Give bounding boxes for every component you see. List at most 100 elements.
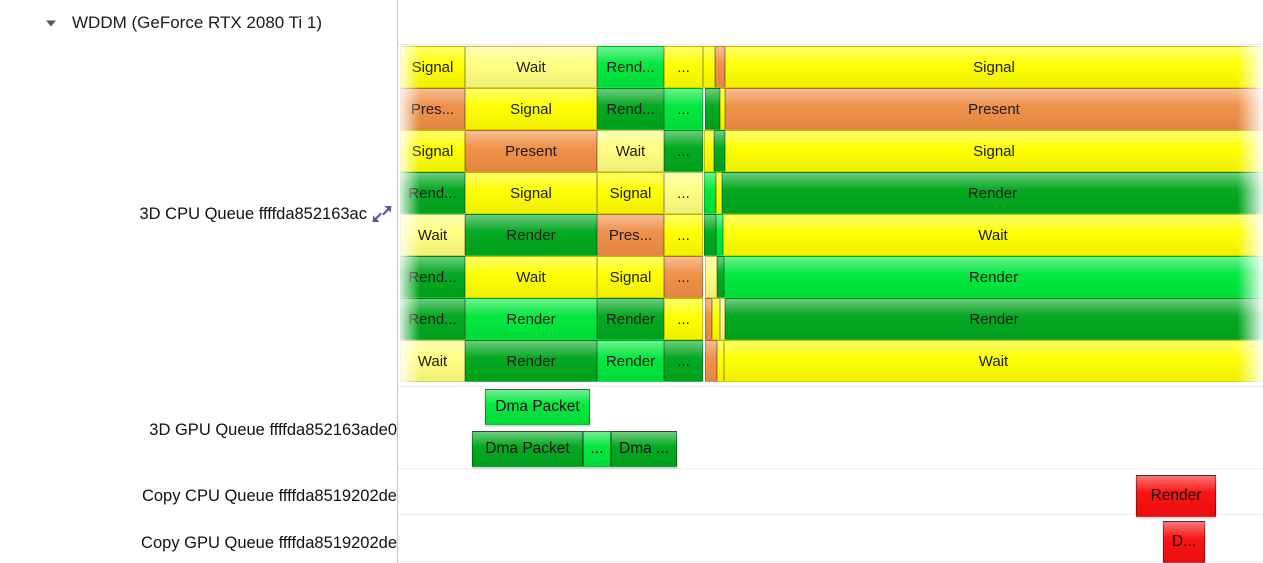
timeline-block[interactable]: Dma ... bbox=[611, 431, 677, 467]
timeline-segment[interactable] bbox=[717, 256, 724, 298]
chevron-down-icon[interactable] bbox=[40, 12, 62, 34]
segment-label: Wait bbox=[417, 226, 448, 244]
timeline-segment[interactable]: ... bbox=[664, 214, 703, 256]
timeline-segment[interactable]: Signal bbox=[465, 172, 597, 214]
timeline-segment[interactable] bbox=[705, 340, 717, 382]
segment-label: Pres... bbox=[410, 100, 455, 118]
segment-label: Render bbox=[605, 352, 656, 370]
timeline-track: Signal Present Wait... Signal bbox=[398, 130, 1263, 172]
timeline-segment[interactable]: Present bbox=[725, 88, 1263, 130]
timeline-segment[interactable]: ... bbox=[664, 298, 703, 340]
timeline-segment[interactable]: Render bbox=[465, 298, 597, 340]
segment-label: Rend... bbox=[408, 268, 457, 286]
segment-label: Rend... bbox=[606, 58, 655, 76]
timeline-segment[interactable]: Wait bbox=[597, 130, 664, 172]
timeline-segment[interactable]: Signal bbox=[597, 256, 664, 298]
timeline-segment[interactable] bbox=[705, 256, 717, 298]
timeline-segment[interactable]: Wait bbox=[724, 340, 1263, 382]
timeline-segment[interactable]: Signal bbox=[725, 130, 1263, 172]
timeline-segment[interactable]: ... bbox=[664, 256, 703, 298]
timeline-segment[interactable]: Signal bbox=[400, 130, 465, 172]
row-label-copy-cpu-queue[interactable]: Copy CPU Queue ffffda8519202de bbox=[0, 476, 397, 516]
segment-label: Signal bbox=[510, 100, 552, 118]
timeline-segment[interactable]: Render bbox=[465, 214, 597, 256]
timeline-segment[interactable]: Wait bbox=[465, 46, 597, 88]
timeline-segment[interactable] bbox=[703, 46, 715, 88]
timeline-segment[interactable]: Wait bbox=[400, 340, 465, 382]
timeline-segment[interactable] bbox=[720, 298, 725, 340]
row-separator bbox=[398, 514, 1263, 515]
block-label: Render bbox=[1150, 487, 1202, 504]
timeline-segment[interactable] bbox=[705, 88, 720, 130]
timeline-segment[interactable]: Wait bbox=[400, 214, 465, 256]
row-label-3d-cpu-queue[interactable]: 3D CPU Queue ffffda852163ac bbox=[0, 194, 397, 234]
segment-label: ... bbox=[677, 58, 690, 76]
timeline-segment[interactable]: ... bbox=[664, 340, 703, 382]
row-separator bbox=[398, 468, 1263, 469]
timeline-segment[interactable]: Signal bbox=[465, 88, 597, 130]
timeline-segment[interactable] bbox=[715, 46, 725, 88]
block-label: D... bbox=[1171, 533, 1197, 550]
timeline-segment[interactable]: Rend... bbox=[597, 88, 664, 130]
timeline-segment[interactable]: ... bbox=[664, 130, 703, 172]
timeline-segment[interactable]: Wait bbox=[723, 214, 1263, 256]
collapse-arrows-icon[interactable] bbox=[371, 204, 397, 224]
timeline-segment[interactable] bbox=[717, 340, 724, 382]
timeline-segment[interactable]: ... bbox=[664, 88, 703, 130]
timeline-segment[interactable]: ... bbox=[664, 46, 703, 88]
row-label-3d-gpu-queue[interactable]: 3D GPU Queue ffffda852163ade0 bbox=[0, 410, 397, 450]
timeline-block[interactable]: Dma Packet bbox=[472, 431, 583, 467]
timeline-segment[interactable]: Present bbox=[465, 130, 597, 172]
segment-label: Present bbox=[505, 142, 557, 160]
timeline-segment[interactable] bbox=[714, 130, 725, 172]
timeline-segment[interactable] bbox=[712, 298, 720, 340]
timeline-block[interactable]: Render bbox=[1136, 475, 1216, 517]
timeline-segment[interactable]: Render bbox=[724, 256, 1263, 298]
timeline-segment[interactable]: Rend... bbox=[400, 172, 465, 214]
timeline-segment[interactable] bbox=[716, 172, 722, 214]
segment-label: Wait bbox=[516, 268, 546, 286]
timeline-segment[interactable] bbox=[720, 88, 725, 130]
segment-label: Wait bbox=[615, 142, 646, 160]
timeline-track: Rend... Wait Signal... Render bbox=[398, 256, 1263, 298]
timeline-block[interactable]: D... bbox=[1163, 521, 1205, 563]
row-separator bbox=[398, 44, 1263, 45]
segment-label: Signal bbox=[411, 142, 454, 160]
timeline-block[interactable]: ... bbox=[583, 431, 611, 467]
timeline-segment[interactable]: Render bbox=[597, 340, 664, 382]
timeline-segment[interactable]: Rend... bbox=[400, 256, 465, 298]
timeline-segment[interactable]: Signal bbox=[400, 46, 465, 88]
timeline-segment[interactable]: Render bbox=[597, 298, 664, 340]
segment-label: Wait bbox=[516, 58, 546, 76]
group-row-wddm[interactable]: WDDM (GeForce RTX 2080 Ti 1) bbox=[0, 0, 397, 45]
timeline-segment[interactable]: Signal bbox=[597, 172, 664, 214]
timeline-block[interactable]: Dma Packet bbox=[485, 389, 590, 425]
timeline-segment[interactable] bbox=[704, 214, 716, 256]
timeline-segment[interactable] bbox=[716, 214, 723, 256]
segment-label: Signal bbox=[609, 268, 652, 286]
timeline-segment[interactable]: ... bbox=[664, 172, 703, 214]
timeline-segment[interactable]: Wait bbox=[465, 256, 597, 298]
segment-label: Signal bbox=[411, 58, 454, 76]
timeline-segment[interactable]: Render bbox=[722, 172, 1263, 214]
timeline-segment[interactable]: Render bbox=[725, 298, 1263, 340]
row-separator bbox=[398, 386, 1263, 387]
group-label: WDDM (GeForce RTX 2080 Ti 1) bbox=[72, 12, 323, 32]
timeline-segment[interactable]: Signal bbox=[725, 46, 1263, 88]
segment-label: ... bbox=[677, 310, 690, 328]
timeline-segment[interactable]: Render bbox=[465, 340, 597, 382]
timeline-segment[interactable]: Pres... bbox=[400, 88, 465, 130]
row-label-copy-gpu-queue[interactable]: Copy GPU Queue ffffda8519202de bbox=[0, 523, 397, 563]
timeline-segment[interactable] bbox=[704, 172, 716, 214]
timeline-segment[interactable]: Rend... bbox=[597, 46, 664, 88]
timeline-segment[interactable]: Rend... bbox=[400, 298, 465, 340]
timeline-segment[interactable] bbox=[705, 298, 712, 340]
timeline-segment[interactable]: Pres... bbox=[597, 214, 664, 256]
timeline-segment[interactable] bbox=[704, 130, 714, 172]
